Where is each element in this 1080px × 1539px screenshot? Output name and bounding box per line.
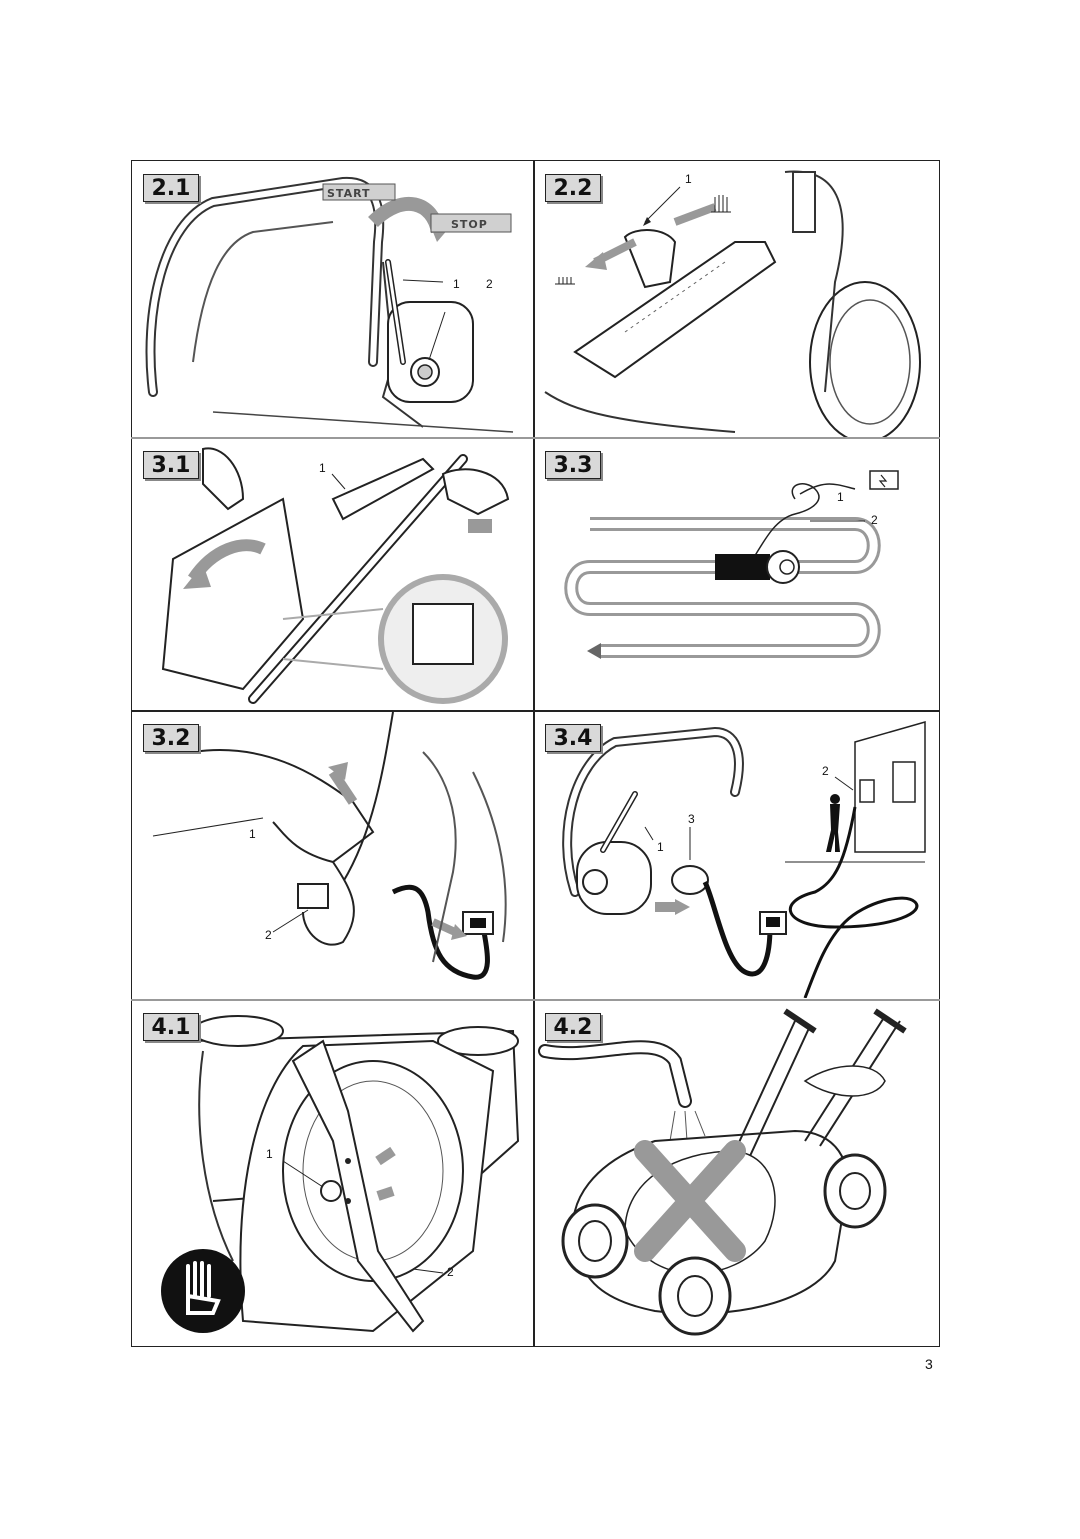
panel-2-1: 2.1 START STOP 1 2: [133, 162, 533, 437]
panel-label: 4.1: [143, 1013, 199, 1041]
grass-bag-removal-illustration: [161, 447, 510, 704]
panel-4-1: 4.1 1 2: [133, 1001, 533, 1345]
callout-2: 2: [265, 928, 272, 942]
mowing-pattern-illustration: [564, 470, 899, 659]
callout-3: 3: [688, 812, 695, 826]
column-divider: [533, 160, 535, 1347]
cable-connect-illustration: [152, 712, 507, 980]
callout-2: 2: [871, 513, 878, 527]
callout-1: 1: [319, 461, 326, 475]
height-adjust-illustration: [544, 170, 921, 437]
page-number: 3: [925, 1356, 933, 1372]
panel-2-2: 2.2 1: [535, 162, 938, 437]
panel-label: 2.1: [143, 174, 199, 202]
callout-1: 1: [249, 827, 256, 841]
callout-1: 1: [685, 172, 692, 186]
panel-label: 3.2: [143, 724, 199, 752]
callout-2: 2: [447, 1265, 454, 1279]
panel-label: 3.1: [143, 451, 199, 479]
panel-3-4: 3.4 1 2 3: [535, 712, 938, 998]
row-divider-3: [131, 999, 940, 1001]
panel-3-3: 3.3 1 2: [535, 439, 938, 709]
callout-1: 1: [453, 277, 460, 291]
callout-1: 1: [266, 1147, 273, 1161]
callout-2: 2: [486, 277, 493, 291]
blade-mounting-illustration: [161, 1015, 520, 1333]
panel-label: 4.2: [545, 1013, 601, 1041]
panel-label: 3.4: [545, 724, 601, 752]
callout-2: 2: [822, 764, 829, 778]
handle-switch-illustration: [145, 176, 514, 433]
callout-1: 1: [837, 490, 844, 504]
figure-frame: [131, 160, 940, 1347]
no-water-cleaning-illustration: [538, 1008, 907, 1336]
panel-3-2: 3.2 1 2: [133, 712, 533, 998]
row-divider-2: [131, 710, 940, 712]
panel-3-1: 3.1 1: [133, 439, 533, 709]
callout-1: 1: [657, 840, 664, 854]
panel-label: 2.2: [545, 174, 601, 202]
row-divider-1: [131, 437, 940, 439]
power-supply-illustration: [562, 721, 926, 998]
panel-label: 3.3: [545, 451, 601, 479]
panel-4-2: 4.2: [535, 1001, 938, 1345]
